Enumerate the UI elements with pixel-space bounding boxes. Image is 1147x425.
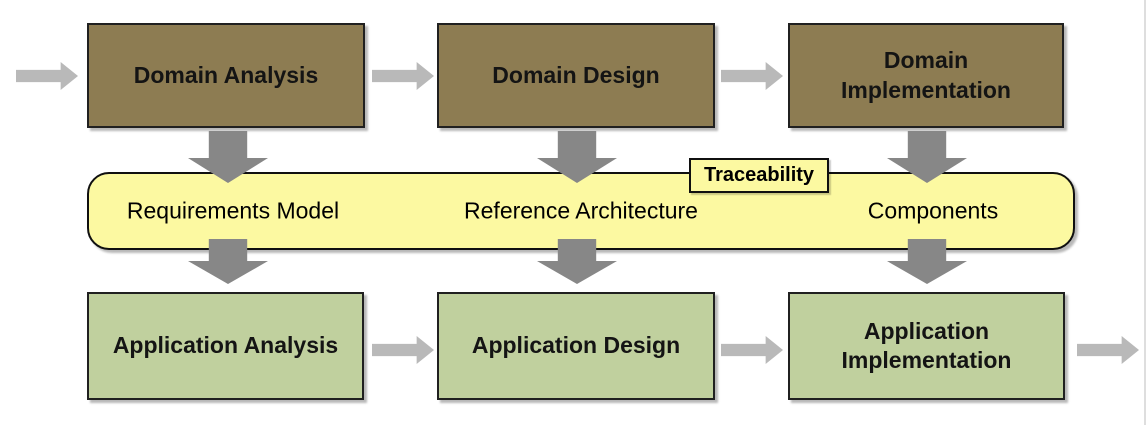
application-implementation-box: Application Implementation xyxy=(788,292,1065,400)
domain-implementation-label: Domain Implementation xyxy=(841,47,1011,103)
components-label: Components xyxy=(867,197,999,224)
application-analysis-box: Application Analysis xyxy=(87,292,364,400)
domain-implementation-box: Domain Implementation xyxy=(788,23,1064,128)
domain-design-box: Domain Design xyxy=(437,23,715,128)
flow-out-arrow-icon xyxy=(1077,336,1139,364)
traceability-tag: Traceability xyxy=(689,158,829,193)
page-edge-line xyxy=(1144,0,1146,425)
domain-design-label: Domain Design xyxy=(492,61,660,88)
traceability-tag-label: Traceability xyxy=(703,164,815,186)
flow-arrow-analysis-to-design-icon xyxy=(372,62,434,90)
application-implementation-label: Application Implementation xyxy=(841,317,1012,373)
reference-architecture-label: Reference Architecture xyxy=(464,197,698,224)
flow-arrow-app-design-to-implementation-icon xyxy=(721,336,783,364)
flow-in-arrow-icon xyxy=(16,62,78,90)
application-design-box: Application Design xyxy=(437,292,715,400)
flow-arrow-app-analysis-to-design-icon xyxy=(372,336,434,364)
domain-analysis-label: Domain Analysis xyxy=(133,61,319,88)
flow-arrow-design-to-implementation-icon xyxy=(721,62,783,90)
application-analysis-label: Application Analysis xyxy=(112,332,339,359)
application-design-label: Application Design xyxy=(471,332,681,359)
domain-analysis-box: Domain Analysis xyxy=(87,23,365,128)
requirements-model-label: Requirements Model xyxy=(126,197,340,224)
